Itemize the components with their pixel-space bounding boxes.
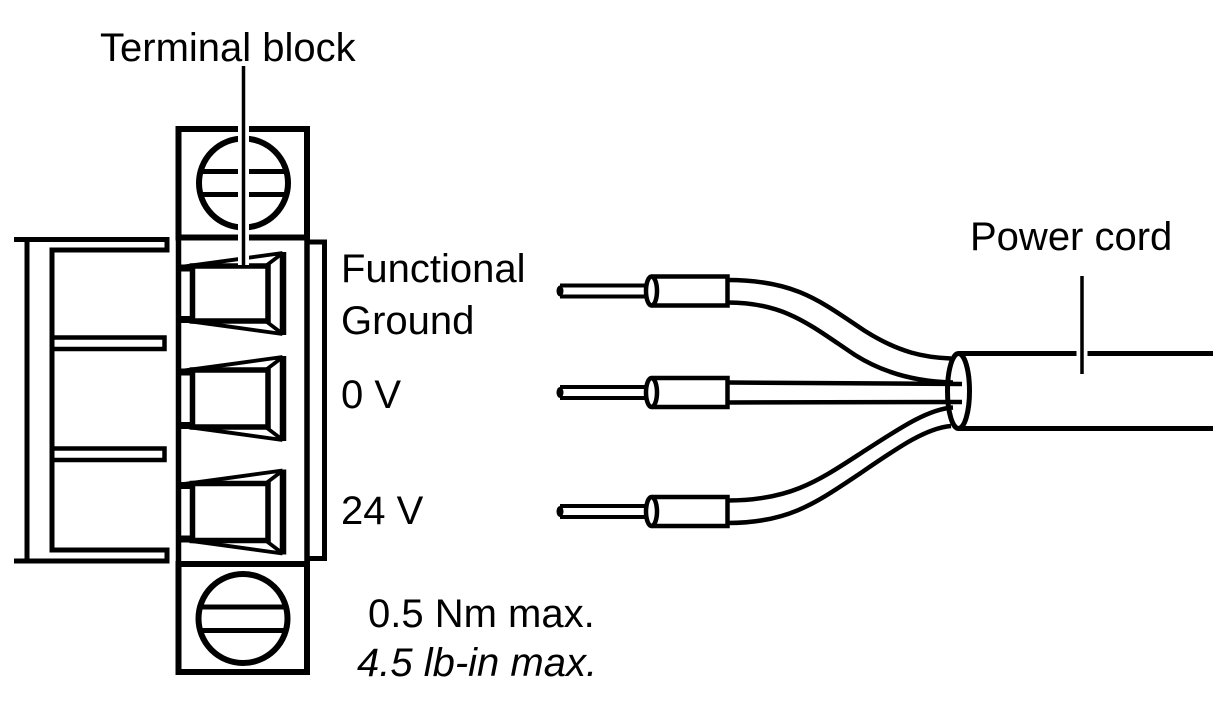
plug-housing — [14, 237, 170, 564]
wire2-pin — [560, 385, 655, 400]
terminal-block-label: Terminal block — [100, 26, 357, 70]
opening2-socket — [189, 367, 271, 430]
bottom-screw-head-icon — [195, 571, 291, 666]
wire1-pin-tip — [556, 285, 564, 297]
plug-housing-outline — [14, 237, 170, 564]
torque-spec-metric: 0.5 Nm max. — [368, 592, 595, 636]
wire2-ferrule-cap — [643, 375, 660, 410]
wire3-pin-tip — [556, 506, 564, 517]
wire2-pin-tip — [556, 387, 564, 398]
opening3-socket — [189, 480, 271, 544]
terminal-opening-0v — [177, 355, 287, 442]
body-right-flange — [307, 239, 327, 561]
wire-functional-ground — [556, 274, 954, 385]
wire3-insulation — [727, 405, 954, 526]
wire1-ferrule — [651, 274, 730, 308]
terminal-label-24v: 24 V — [341, 489, 424, 533]
terminal-label-functional: Functional — [341, 247, 526, 291]
wire3-pin — [560, 504, 655, 519]
opening3-flare-lines — [179, 468, 283, 556]
power-cord-label: Power cord — [970, 215, 1172, 259]
wire2-ferrule — [651, 375, 730, 410]
wire2-insulation — [727, 380, 963, 405]
terminal-block-body — [175, 237, 327, 564]
opening1-socket — [189, 263, 271, 324]
opening2-flare-lines — [179, 355, 283, 442]
terminal-opening-24v — [177, 468, 287, 556]
bottom-screw-slot — [200, 604, 286, 633]
plug-slot-upper — [52, 335, 167, 352]
wire1-insulation — [727, 277, 954, 385]
wire1-pin — [560, 283, 655, 299]
terminal-opening-functional-ground — [177, 251, 287, 336]
body-side-walls — [175, 237, 310, 564]
wire3-ferrule-cap — [643, 494, 660, 529]
plug-slot-lower — [52, 446, 167, 463]
torque-spec-imperial: 4.5 lb-in max. — [357, 641, 597, 685]
terminal-label-ground: Ground — [341, 299, 474, 343]
wire3-ferrule — [651, 494, 730, 529]
terminal-label-0v: 0 V — [341, 373, 401, 417]
wire1-ferrule-cap — [643, 274, 660, 308]
power-cord-mouth — [945, 351, 972, 431]
wire-24v — [556, 405, 954, 529]
terminal-block-bottom-screw — [175, 561, 310, 675]
wire-0v — [556, 375, 963, 410]
